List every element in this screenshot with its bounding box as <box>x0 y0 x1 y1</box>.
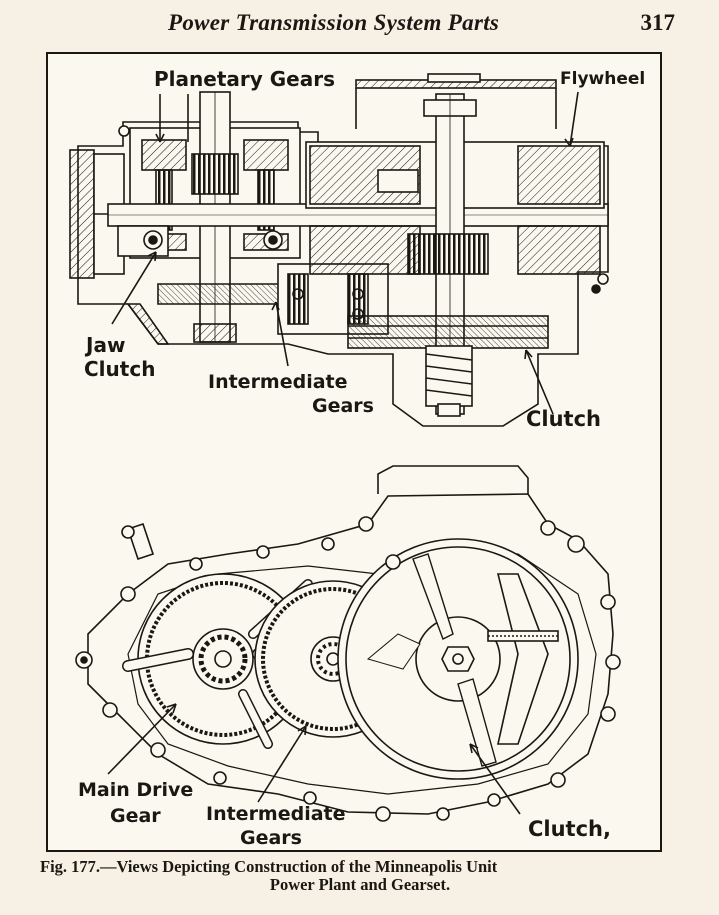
label-intermediate-gears-top-2: Gears <box>312 395 374 417</box>
label-flywheel: Flywheel <box>560 69 645 89</box>
external-view <box>75 465 621 822</box>
top-leader-lines <box>111 91 579 415</box>
bottom-callouts: Main Drive Gear Intermediate Gears Clutc… <box>78 779 611 849</box>
label-jaw-clutch-1: Jaw <box>84 333 125 357</box>
label-planetary-gears: Planetary Gears <box>154 67 335 91</box>
label-clutch-bottom: Clutch, <box>528 817 611 841</box>
page-number: 317 <box>640 10 676 35</box>
label-intermediate-gears-top-1: Intermediate <box>208 371 348 393</box>
clutch-lever-bottom <box>457 678 497 767</box>
label-main-drive-gear-1: Main Drive <box>78 779 193 801</box>
figure-illustration: Planetary Gears Flywheel Jaw Clutch Inte… <box>69 67 645 849</box>
figure-frame: Planetary Gears Flywheel Jaw Clutch Inte… <box>46 52 662 852</box>
label-intermediate-gears-bottom-2: Gears <box>240 827 302 849</box>
caption-line-2: Power Plant and Gearset. <box>269 875 451 894</box>
bottom-leader-lines <box>107 703 521 815</box>
gearcase-bolts <box>75 516 621 822</box>
top-callouts: Planetary Gears Flywheel Jaw Clutch Inte… <box>84 67 645 431</box>
jaw-clutch-part <box>117 225 169 257</box>
running-title: Power Transmission System Parts <box>168 10 500 35</box>
figure-caption: Fig. 177.—Views Depicting Construction o… <box>40 858 680 894</box>
label-intermediate-gears-bottom-1: Intermediate <box>206 803 346 825</box>
label-main-drive-gear-2: Gear <box>110 805 161 827</box>
clutch-discs <box>347 315 549 349</box>
clutch-lever-top <box>412 553 454 640</box>
label-clutch-top: Clutch <box>526 407 601 431</box>
sectional-view <box>69 73 609 427</box>
page-header: Power Transmission System Parts 317 <box>0 10 719 44</box>
label-jaw-clutch-2: Clutch <box>84 357 155 381</box>
caption-line-1: Fig. 177.—Views Depicting Construction o… <box>40 857 498 876</box>
